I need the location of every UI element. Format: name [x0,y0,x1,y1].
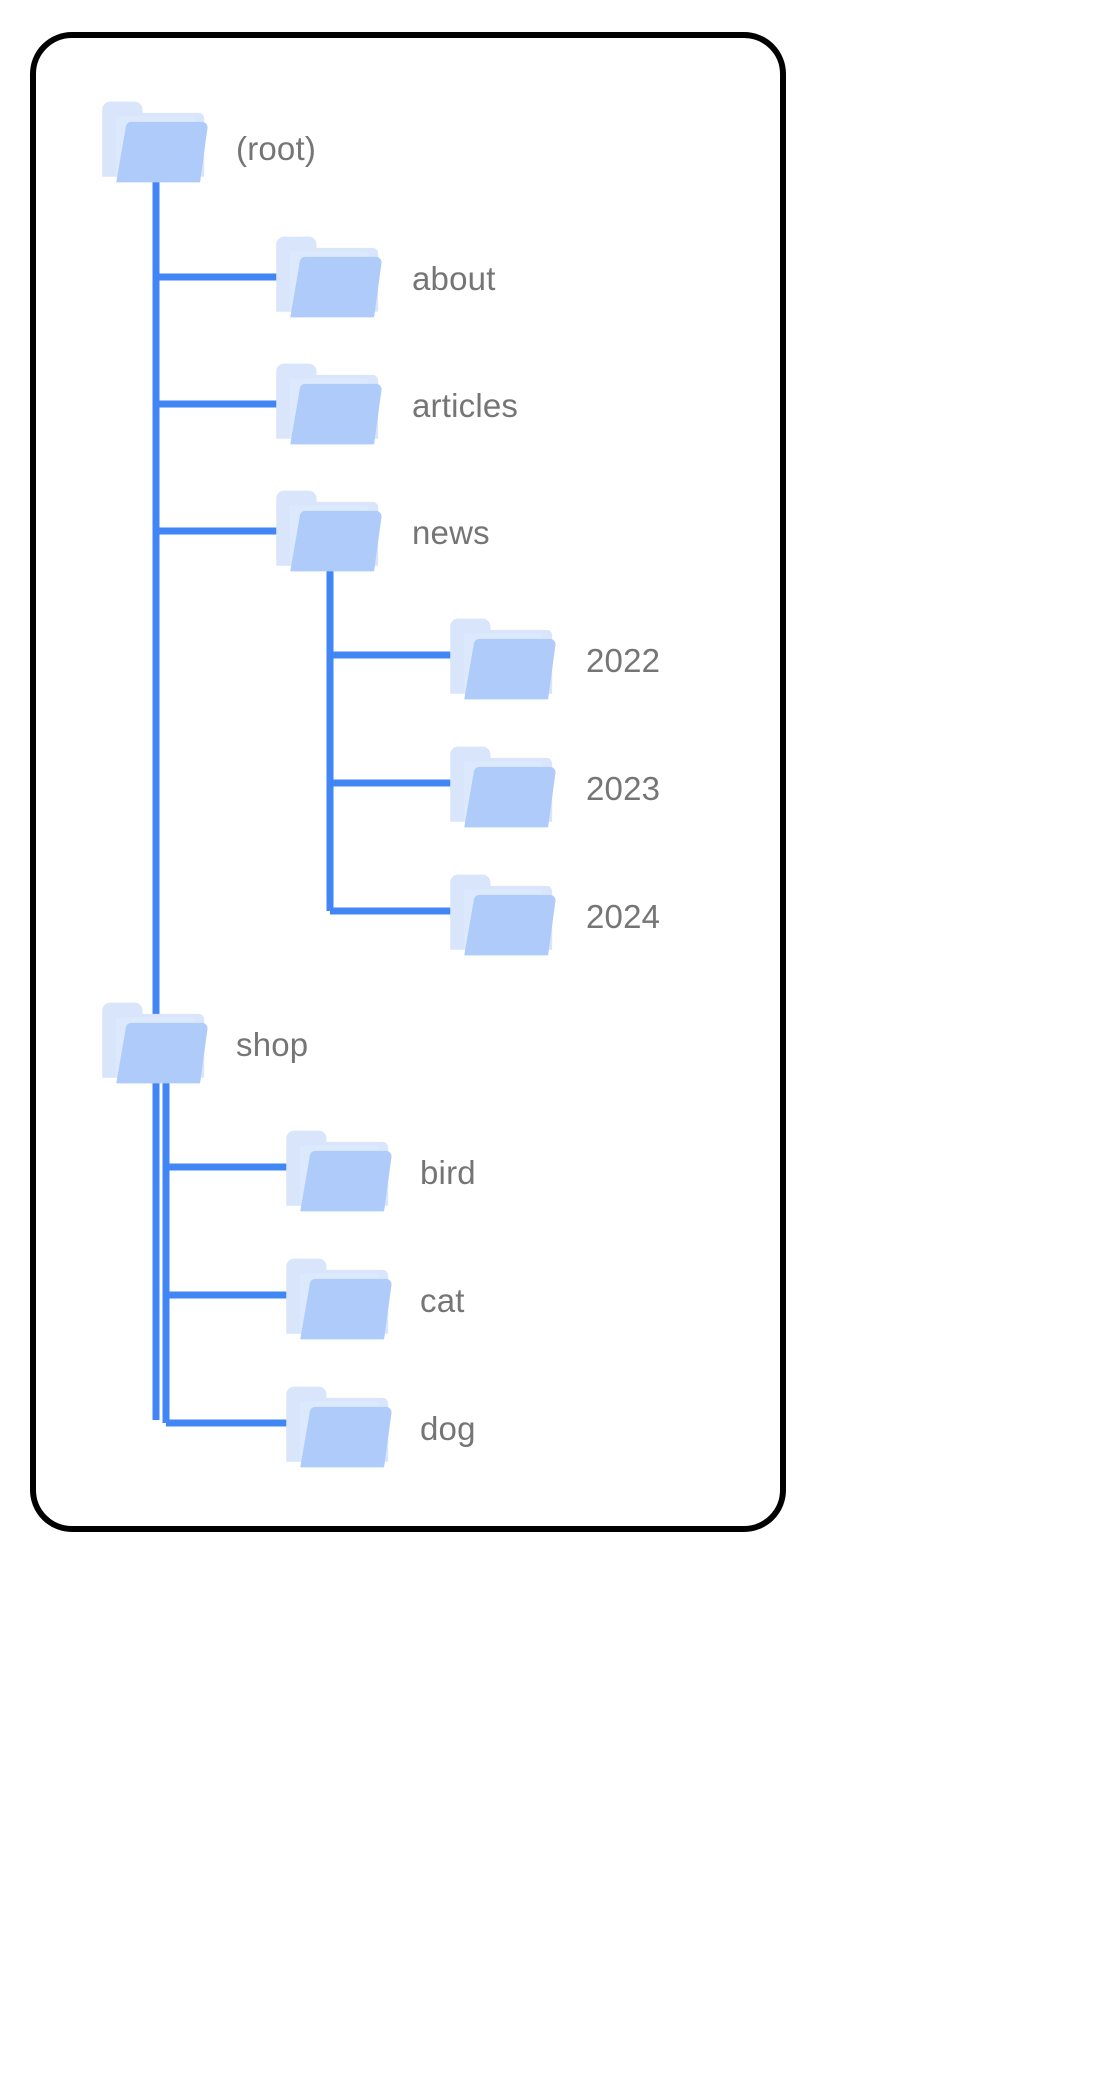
diagram-card [30,32,786,1532]
folder-icon [286,1386,392,1468]
folder-front-panel [464,766,556,828]
folder-icon [450,874,556,956]
folder-front-panel [116,1022,208,1084]
folder-front-panel [300,1406,392,1468]
tree-node-label-news-2024: 2024 [586,897,661,935]
tree-node-label-shop: shop [236,1025,309,1063]
folder-icon [276,490,382,572]
folder-front-panel [290,510,382,572]
folder-front-panel [464,638,556,700]
folder-icon [450,618,556,700]
folder-icon [276,236,382,318]
tree-node-news[interactable] [274,487,386,575]
folder-icon [286,1130,392,1212]
tree-node-shop[interactable] [100,999,212,1087]
tree-node-about[interactable] [274,233,386,321]
folder-front-panel [290,256,382,318]
folder-front-panel [300,1150,392,1212]
tree-node-label-news: news [412,513,490,551]
folder-front-panel [290,383,382,445]
folder-front-panel [300,1278,392,1340]
tree-node-news-2024[interactable] [448,871,560,959]
tree-node-label-articles: articles [412,386,519,424]
folder-icon [276,363,382,445]
tree-node-label-shop-bird: bird [420,1153,476,1191]
tree-node-label-root: (root) [236,129,317,167]
folder-front-panel [116,121,208,183]
tree-node-label-news-2023: 2023 [586,769,661,807]
tree-node-shop-dog[interactable] [284,1383,396,1471]
tree-node-shop-cat[interactable] [284,1255,396,1343]
folder-icon [450,746,556,828]
tree-node-label-shop-dog: dog [420,1409,476,1447]
folder-icon [102,1002,208,1084]
tree-node-root[interactable] [100,98,212,186]
tree-node-news-2022[interactable] [448,615,560,703]
tree-node-shop-bird[interactable] [284,1127,396,1215]
folder-icon [102,101,208,183]
tree-node-label-about: about [412,259,496,297]
tree-node-label-shop-cat: cat [420,1281,465,1319]
tree-node-label-news-2022: 2022 [586,641,661,679]
tree-node-articles[interactable] [274,360,386,448]
folder-icon [286,1258,392,1340]
folder-front-panel [464,894,556,956]
tree-node-news-2023[interactable] [448,743,560,831]
